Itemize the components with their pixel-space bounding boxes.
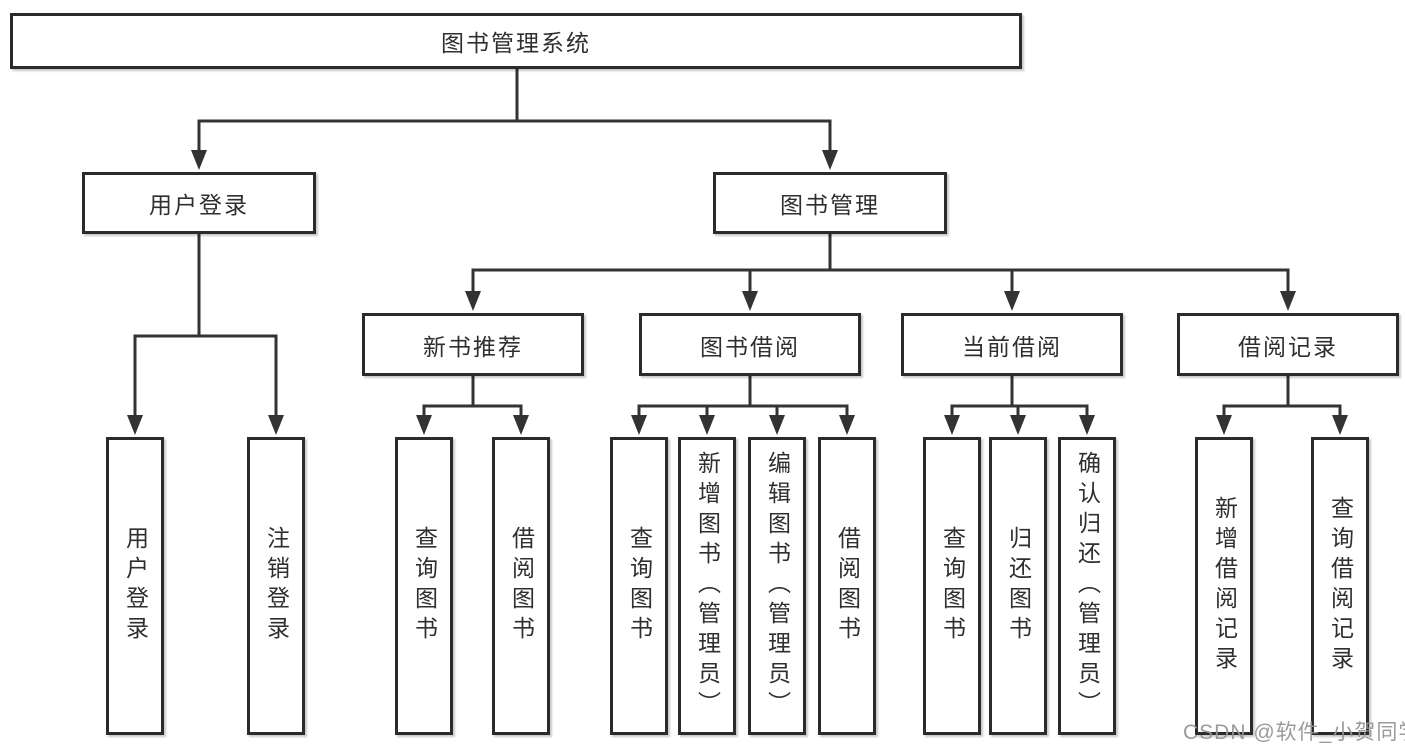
leaf-current-query-books: 查询图书 xyxy=(923,437,981,735)
leaf-label: 查询图书 xyxy=(411,526,438,646)
leaf-confirm-return-admin: 确认归还（管理员） xyxy=(1058,437,1116,735)
arrow-down-icon xyxy=(465,291,481,311)
arrow-down-icon xyxy=(127,415,143,435)
leaf-return-book: 归还图书 xyxy=(989,437,1047,735)
node-borrow-record: 借阅记录 xyxy=(1177,313,1399,376)
node-user-login: 用户登录 xyxy=(82,172,316,234)
node-new-book-recommend: 新书推荐 xyxy=(362,313,584,376)
arrow-down-icon xyxy=(1280,291,1296,311)
leaf-new-book-borrow-books: 借阅图书 xyxy=(492,437,550,735)
leaf-logout: 注销登录 xyxy=(247,437,305,735)
node-label: 图书管理 xyxy=(780,192,880,218)
node-current-borrow: 当前借阅 xyxy=(901,313,1123,376)
leaf-label: 借阅图书 xyxy=(834,526,861,646)
leaf-add-book-admin: 新增图书（管理员） xyxy=(678,437,736,735)
leaf-borrow-books: 借阅图书 xyxy=(818,437,876,735)
leaf-label: 确认归还（管理员） xyxy=(1074,451,1101,721)
wire-book-borrow-branch xyxy=(637,404,849,422)
wire-level2-branch xyxy=(197,119,832,158)
node-label: 新书推荐 xyxy=(423,333,523,360)
arrowheads xyxy=(127,150,1348,435)
node-root-library-management-system: 图书管理系统 xyxy=(10,13,1022,69)
arrow-down-icon xyxy=(1010,415,1026,435)
leaf-label: 新增图书（管理员） xyxy=(694,451,721,721)
leaf-borrow-query-books: 查询图书 xyxy=(610,437,668,735)
arrow-down-icon xyxy=(191,150,207,170)
leaf-label: 查询借阅记录 xyxy=(1327,496,1354,676)
leaf-label: 查询图书 xyxy=(626,526,653,646)
node-label: 借阅记录 xyxy=(1238,333,1338,360)
arrow-down-icon xyxy=(839,415,855,435)
node-label: 图书管理系统 xyxy=(441,30,591,56)
arrow-down-icon xyxy=(742,291,758,311)
wire-borrow-record-branch xyxy=(1222,404,1342,422)
leaf-add-borrow-record: 新增借阅记录 xyxy=(1195,437,1253,735)
leaf-new-book-query-books: 查询图书 xyxy=(395,437,453,735)
wire-new-book-branch xyxy=(422,404,523,422)
wire-user-login-branch xyxy=(133,334,278,422)
leaf-label: 用户登录 xyxy=(122,526,149,646)
arrow-down-icon xyxy=(416,415,432,435)
leaf-edit-book-admin: 编辑图书（管理员） xyxy=(748,437,806,735)
arrow-down-icon xyxy=(1079,415,1095,435)
arrow-down-icon xyxy=(631,415,647,435)
wire-level3-branch xyxy=(471,268,1290,299)
node-book-management: 图书管理 xyxy=(713,172,947,234)
node-book-borrow: 图书借阅 xyxy=(639,313,861,376)
leaf-label: 编辑图书（管理员） xyxy=(764,451,791,721)
arrow-down-icon xyxy=(513,415,529,435)
arrow-down-icon xyxy=(769,415,785,435)
node-label: 用户登录 xyxy=(149,192,249,218)
arrow-down-icon xyxy=(268,415,284,435)
leaf-query-borrow-record: 查询借阅记录 xyxy=(1311,437,1369,735)
leaf-label: 查询图书 xyxy=(939,526,966,646)
arrow-down-icon xyxy=(1332,415,1348,435)
arrow-down-icon xyxy=(944,415,960,435)
arrow-down-icon xyxy=(822,150,838,170)
node-label: 图书借阅 xyxy=(700,333,800,360)
leaf-label: 新增借阅记录 xyxy=(1211,496,1238,676)
arrow-down-icon xyxy=(699,415,715,435)
leaf-label: 注销登录 xyxy=(263,526,290,646)
node-label: 当前借阅 xyxy=(962,333,1062,360)
csdn-watermark: CSDN @软件_小贺同学 xyxy=(1183,721,1405,744)
leaf-user-login: 用户登录 xyxy=(106,437,164,735)
arrow-down-icon xyxy=(1004,291,1020,311)
leaf-label: 借阅图书 xyxy=(508,526,535,646)
leaf-label: 归还图书 xyxy=(1005,526,1032,646)
arrow-down-icon xyxy=(1216,415,1232,435)
